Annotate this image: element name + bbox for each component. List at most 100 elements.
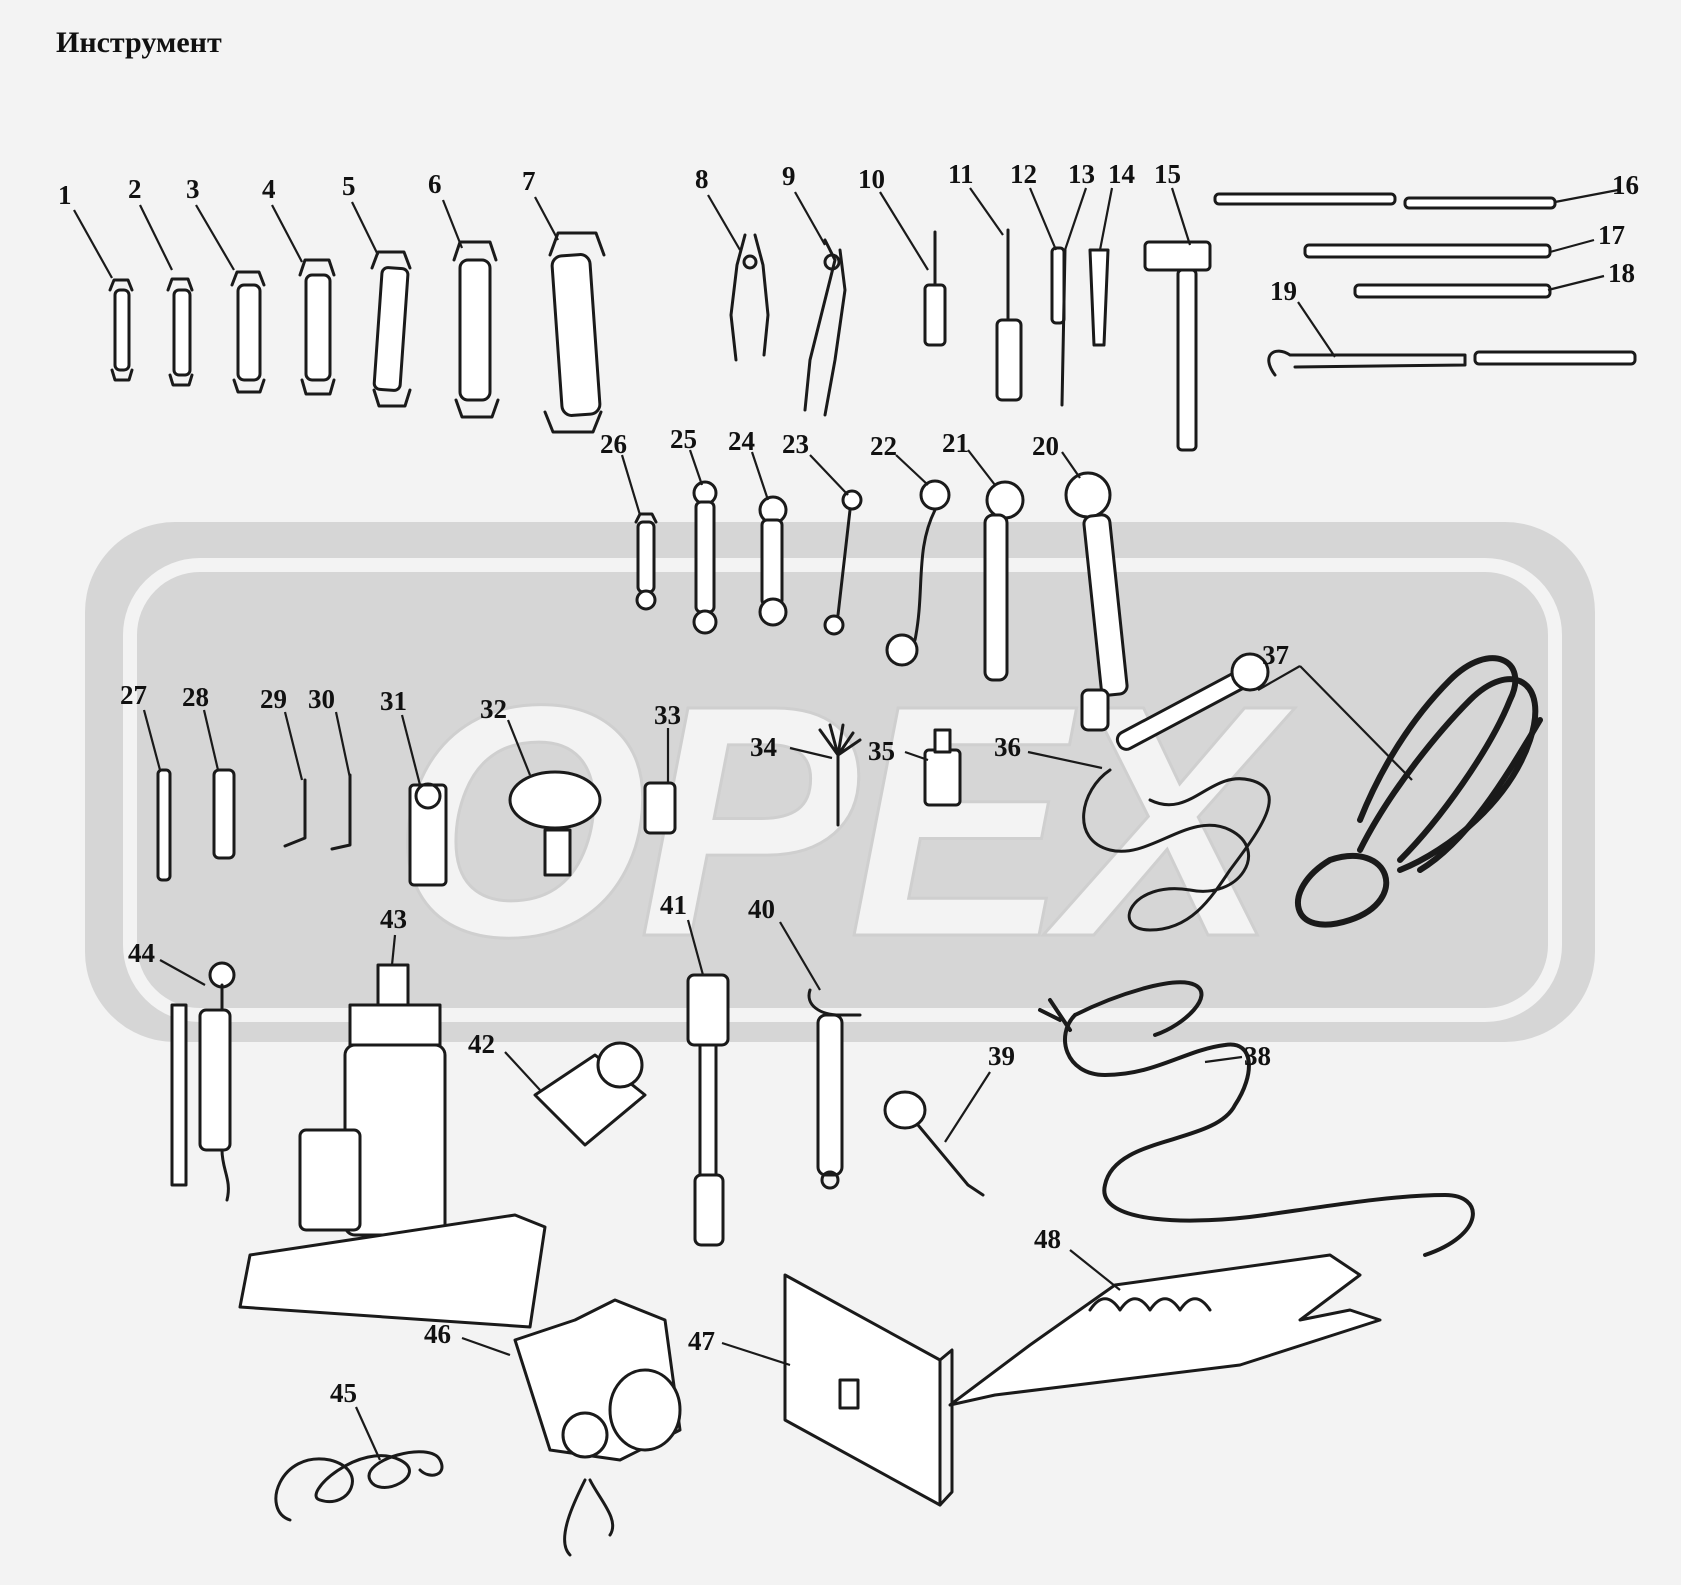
tire-valve-tool-35 bbox=[923, 728, 962, 807]
tire-pressure-gauge-39 bbox=[883, 1090, 985, 1197]
leader-42 bbox=[504, 1051, 541, 1091]
box-wrench-24 bbox=[758, 495, 788, 627]
callout-24: 24 bbox=[728, 426, 755, 456]
callout-37: 37 bbox=[1262, 640, 1289, 670]
callout-30: 30 bbox=[308, 684, 335, 714]
callout-2: 2 bbox=[128, 174, 142, 204]
leader-43 bbox=[390, 934, 397, 966]
leader-38 bbox=[1204, 1055, 1243, 1064]
watermark: OPEX bbox=[85, 522, 1595, 1042]
callout-29: 29 bbox=[260, 684, 287, 714]
hammer-15 bbox=[1143, 240, 1212, 452]
adjustable-wrench-40 bbox=[807, 988, 862, 1190]
leader-17 bbox=[1549, 238, 1595, 254]
leader-1 bbox=[73, 209, 113, 279]
tow-cable-37 bbox=[1295, 655, 1543, 928]
leader-18 bbox=[1547, 274, 1605, 292]
leader-5 bbox=[351, 201, 379, 256]
leader-11 bbox=[969, 187, 1004, 236]
callout-13: 13 bbox=[1068, 159, 1095, 189]
bar-18 bbox=[1353, 283, 1552, 299]
feeler-gauge-34 bbox=[818, 723, 862, 827]
box-wrench-22 bbox=[885, 479, 951, 667]
leader-37b bbox=[1299, 665, 1413, 781]
open-end-wrench-5 bbox=[370, 250, 412, 408]
callout-26: 26 bbox=[600, 429, 627, 459]
callout-11: 11 bbox=[948, 159, 974, 189]
callout-42: 42 bbox=[468, 1029, 495, 1059]
callout-23: 23 bbox=[782, 429, 809, 459]
leader-32 bbox=[506, 719, 532, 776]
winch-46 bbox=[513, 1298, 682, 1557]
leader-24 bbox=[750, 451, 770, 501]
bar-16 bbox=[1213, 192, 1557, 210]
leader-44 bbox=[159, 959, 206, 986]
callout-6: 6 bbox=[428, 169, 442, 199]
callout-45: 45 bbox=[330, 1378, 357, 1408]
leader-14 bbox=[1098, 187, 1114, 251]
socket-wrench-28 bbox=[212, 768, 236, 860]
open-end-wrench-4 bbox=[298, 258, 336, 396]
tool-case-47 bbox=[783, 1273, 954, 1507]
leader-29 bbox=[283, 711, 304, 781]
callout-34: 34 bbox=[750, 732, 777, 762]
drive-belt-45 bbox=[274, 1450, 444, 1522]
callout-4: 4 bbox=[262, 174, 276, 204]
leader-45 bbox=[354, 1406, 382, 1461]
leader-28 bbox=[202, 709, 220, 771]
leader-21 bbox=[967, 449, 996, 486]
leader-7 bbox=[534, 196, 559, 241]
punch-14 bbox=[1088, 248, 1110, 347]
leader-16 bbox=[1554, 188, 1619, 204]
hydraulic-jack-43 bbox=[238, 963, 547, 1329]
tire-inflation-hose-38 bbox=[1038, 980, 1475, 1257]
callout-33: 33 bbox=[654, 700, 681, 730]
callout-40: 40 bbox=[748, 894, 775, 924]
callout-7: 7 bbox=[522, 166, 536, 196]
callout-10: 10 bbox=[858, 164, 885, 194]
callout-46: 46 bbox=[424, 1319, 451, 1349]
callout-27: 27 bbox=[120, 680, 147, 710]
leader-46 bbox=[461, 1336, 511, 1357]
water-pump-pliers-9 bbox=[803, 238, 847, 417]
callout-3: 3 bbox=[186, 174, 200, 204]
leader-9 bbox=[794, 191, 826, 246]
leader-8 bbox=[707, 194, 741, 251]
bar-17 bbox=[1303, 243, 1552, 259]
leader-13 bbox=[1063, 187, 1088, 251]
screwdriver-13 bbox=[1060, 248, 1067, 407]
leader-40 bbox=[779, 921, 821, 991]
callout-48: 48 bbox=[1034, 1224, 1061, 1254]
callout-22: 22 bbox=[870, 431, 897, 461]
leader-10 bbox=[879, 191, 929, 271]
open-end-wrench-1 bbox=[108, 278, 134, 382]
callout-25: 25 bbox=[670, 424, 697, 454]
hex-key-30 bbox=[330, 773, 352, 851]
leader-22 bbox=[895, 454, 929, 486]
callout-38: 38 bbox=[1244, 1041, 1271, 1071]
leader-47 bbox=[721, 1341, 791, 1367]
callout-47: 47 bbox=[688, 1326, 715, 1356]
callout-18: 18 bbox=[1608, 258, 1635, 288]
open-end-wrench-6 bbox=[452, 240, 500, 419]
open-end-wrench-7 bbox=[543, 231, 606, 434]
callout-15: 15 bbox=[1154, 159, 1181, 189]
callout-31: 31 bbox=[380, 686, 407, 716]
leader-37a bbox=[1257, 665, 1301, 691]
valve-tool-33 bbox=[643, 781, 677, 835]
leader-19 bbox=[1297, 301, 1336, 358]
open-end-wrench-3 bbox=[230, 270, 266, 394]
callout-41: 41 bbox=[660, 890, 687, 920]
oil-filter-wrench-32 bbox=[508, 770, 602, 877]
leader-23 bbox=[809, 454, 849, 496]
callout-16: 16 bbox=[1612, 170, 1639, 200]
callout-9: 9 bbox=[782, 161, 796, 191]
leader-31 bbox=[400, 714, 422, 786]
leader-3 bbox=[195, 204, 235, 271]
box-wrench-21 bbox=[983, 480, 1025, 682]
leader-41 bbox=[686, 919, 705, 976]
leader-34 bbox=[789, 746, 833, 760]
callout-8: 8 bbox=[695, 164, 709, 194]
callout-32: 32 bbox=[480, 694, 507, 724]
leader-12 bbox=[1028, 187, 1058, 251]
